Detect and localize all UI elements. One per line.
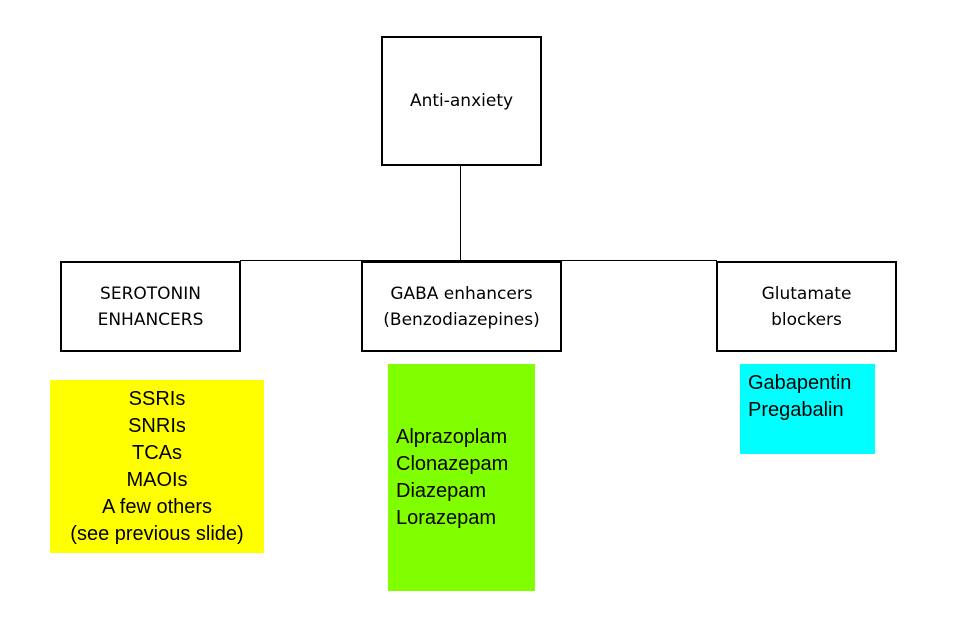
root-node-label: Anti-anxiety xyxy=(409,91,514,111)
drug-item: TCAs xyxy=(132,441,182,464)
drug-item: Lorazepam xyxy=(396,506,497,529)
category-node-serotonin: SEROTONIN ENHANCERS xyxy=(60,261,241,352)
root-node-anti-anxiety: Anti-anxiety xyxy=(381,36,542,166)
category-label-line: SEROTONIN xyxy=(100,283,201,304)
drug-list-serotonin: SSRIs SNRIs TCAs MAOIs A few others (see… xyxy=(50,380,264,553)
drug-item: Gabapentin xyxy=(748,372,852,394)
category-label-line: ENHANCERS xyxy=(97,309,204,330)
drug-list-glutamate: Gabapentin Pregabalin xyxy=(740,364,875,454)
category-label-line: GABA enhancers xyxy=(390,283,533,304)
category-label-line: (Benzodiazepines) xyxy=(383,309,540,330)
drug-item: Diazepam xyxy=(396,479,487,502)
drug-list-gaba: Alprazoplam Clonazepam Diazepam Lorazepa… xyxy=(388,364,535,591)
connector-horizontal-bar xyxy=(240,260,717,261)
category-label-line: blockers xyxy=(771,309,842,330)
drug-item: Clonazepam xyxy=(396,452,509,475)
category-node-gaba: GABA enhancers (Benzodiazepines) xyxy=(361,261,562,352)
category-node-glutamate: Glutamate blockers xyxy=(716,261,897,352)
category-label-line: Glutamate xyxy=(761,283,852,304)
drug-item: A few others xyxy=(101,495,213,518)
drug-item: MAOIs xyxy=(126,468,188,491)
drug-item: SNRIs xyxy=(128,414,186,437)
drug-item: Pregabalin xyxy=(748,399,844,421)
drug-item: SSRIs xyxy=(128,387,186,410)
drug-item: (see previous slide) xyxy=(70,522,244,545)
drug-item: Alprazoplam xyxy=(396,425,508,448)
connector-root-vertical xyxy=(460,166,461,261)
